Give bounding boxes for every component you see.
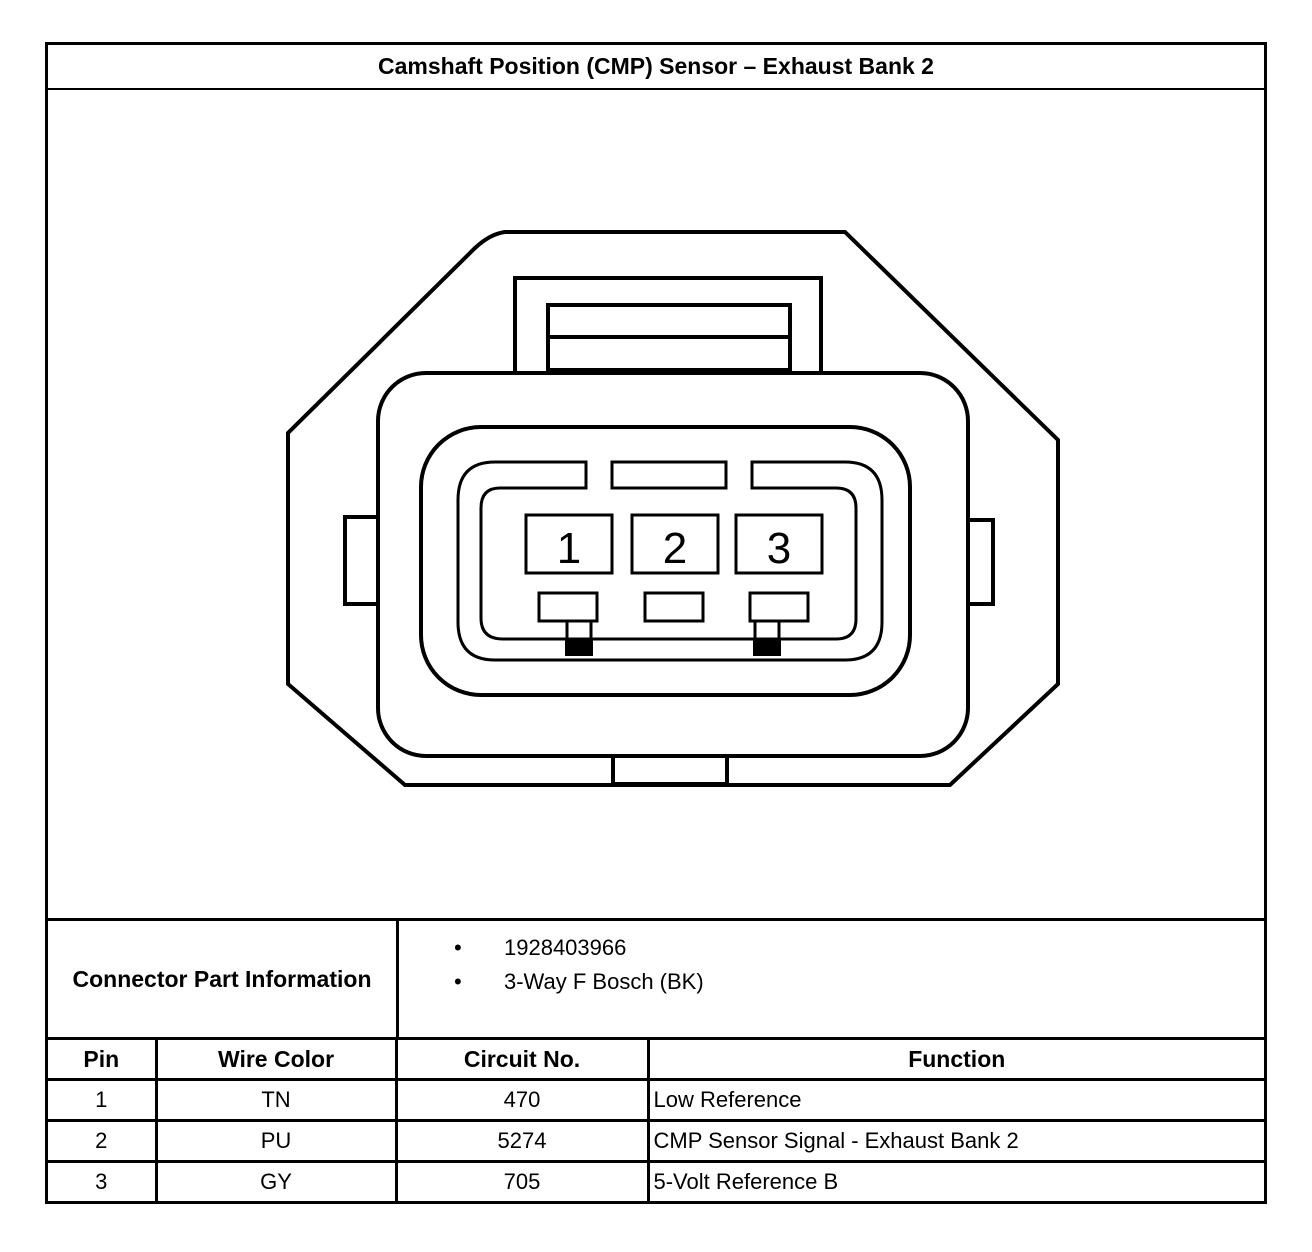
connector-latch-tab [513, 276, 823, 375]
cell-function: Low Reference [648, 1079, 1264, 1122]
pin-3-number: 3 [767, 524, 791, 573]
connector-description: 3-Way F Bosch (BK) [504, 969, 704, 994]
cell-circuit-no: 470 [396, 1079, 650, 1122]
connector-left-tab [343, 515, 380, 606]
bullet-icon: • [454, 969, 462, 994]
cell-circuit-no: 5274 [396, 1120, 650, 1163]
pinout-table: Pin Wire Color Circuit No. Function 1 TN… [48, 1040, 1264, 1201]
part-info-item: • 1928403966 [428, 931, 704, 965]
cell-pin: 2 [48, 1120, 158, 1163]
pin-2-number: 2 [663, 524, 687, 573]
page-title: Camshaft Position (CMP) Sensor – Exhaust… [48, 45, 1264, 90]
table-row: 3 GY 705 5-Volt Reference B [48, 1161, 1264, 1201]
cell-circuit-no: 705 [396, 1161, 650, 1201]
cell-wire-color: GY [156, 1161, 398, 1201]
cell-pin: 1 [48, 1079, 158, 1122]
connector-diagram: 1 2 3 [48, 88, 1264, 921]
connector-part-information: Connector Part Information • 1928403966 •… [48, 921, 1264, 1040]
table-row: 2 PU 5274 CMP Sensor Signal - Exhaust Ba… [48, 1120, 1264, 1163]
cell-wire-color: TN [156, 1079, 398, 1122]
connector-face-drawing: 1 2 3 [286, 230, 1060, 787]
connector-cavity [419, 425, 912, 697]
connector-center-key [610, 460, 728, 490]
pin-3-label-box [734, 513, 824, 575]
cell-function: 5-Volt Reference B [653, 1169, 839, 1194]
part-info-list: • 1928403966 • 3-Way F Bosch (BK) [428, 931, 704, 999]
terminal-2 [643, 591, 705, 623]
connector-right-tab [966, 518, 995, 606]
connector-outer-housing [286, 230, 1060, 787]
connector-sheet: Camshaft Position (CMP) Sensor – Exhaust… [45, 42, 1267, 1204]
part-info-item: • 3-Way F Bosch (BK) [428, 965, 704, 999]
pin-1-number: 1 [557, 524, 581, 573]
header-function: Function [648, 1040, 1264, 1081]
cell-pin: 3 [48, 1161, 158, 1201]
cell-function: CMP Sensor Signal - Exhaust Bank 2 [648, 1120, 1264, 1163]
header-wire-color: Wire Color [156, 1040, 398, 1081]
pin-1-label-box [524, 513, 614, 575]
header-circuit-no: Circuit No. [396, 1040, 650, 1081]
table-header-row: Pin Wire Color Circuit No. Function [48, 1040, 1264, 1081]
part-number: 1928403966 [504, 935, 627, 960]
cell-wire-color: PU [156, 1120, 398, 1163]
pin-2-label-box [630, 513, 720, 575]
part-info-label: Connector Part Information [48, 921, 399, 1037]
connector-cavity-inner [456, 460, 884, 662]
table-row: 1 TN 470 Low Reference [48, 1079, 1264, 1122]
header-pin: Pin [48, 1040, 158, 1081]
bullet-icon: • [454, 935, 462, 960]
